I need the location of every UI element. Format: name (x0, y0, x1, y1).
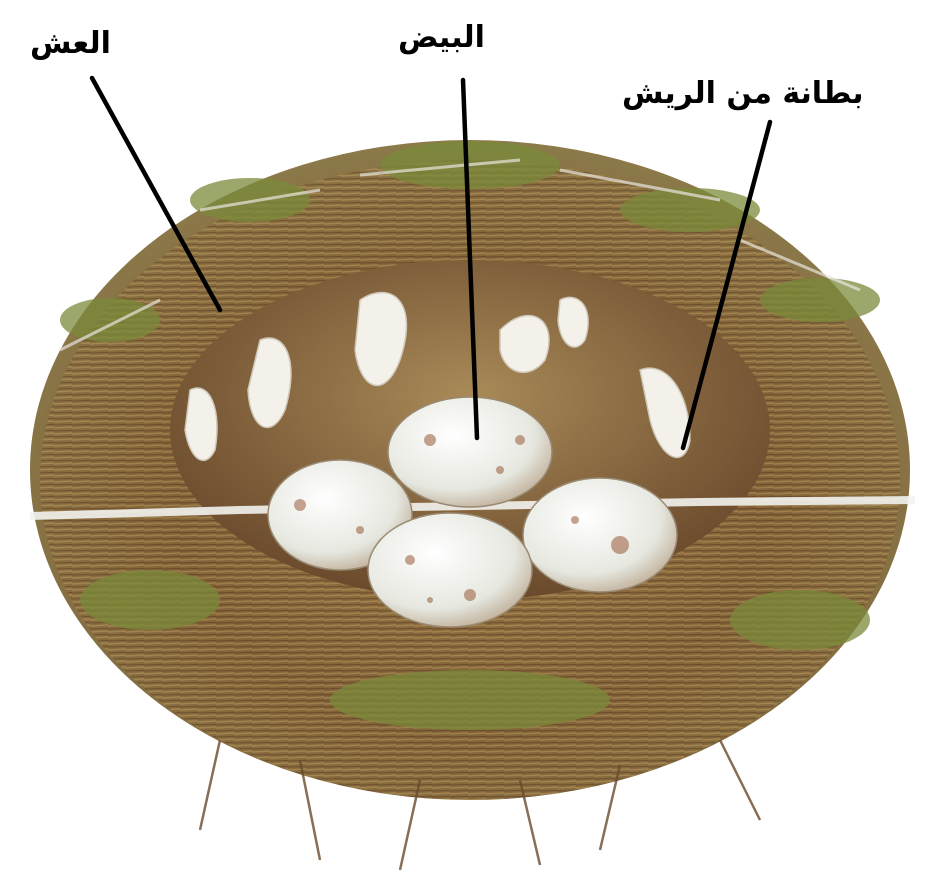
egg (523, 478, 677, 592)
label-feather-lining: بطانة من الريش (622, 76, 864, 112)
label-eggs: البيض (398, 20, 485, 56)
label-nest: العش (30, 26, 111, 62)
egg (388, 397, 552, 507)
egg (368, 513, 532, 627)
